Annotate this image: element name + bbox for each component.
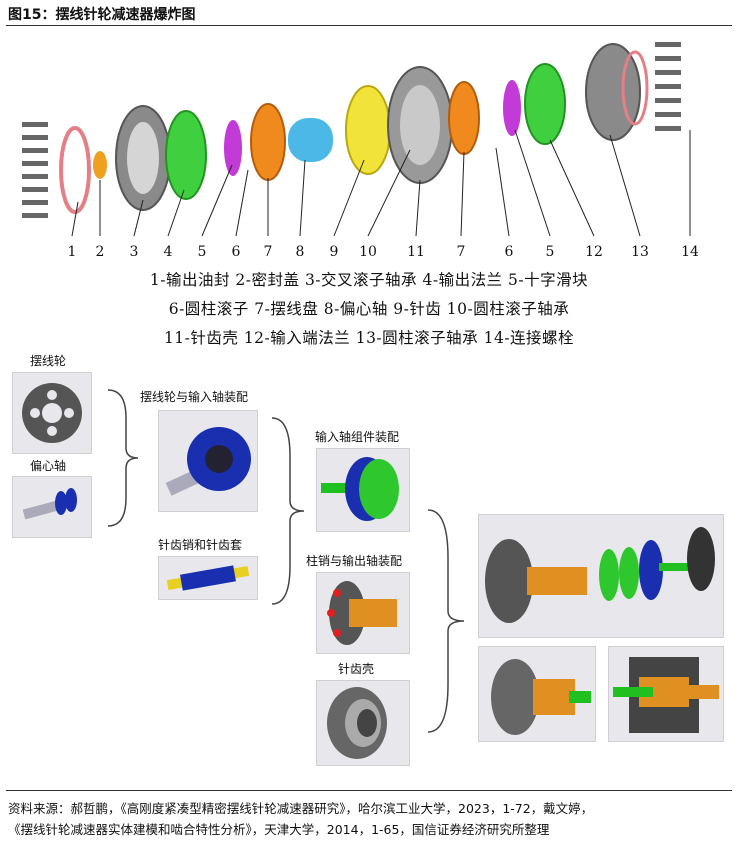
output-flange: [165, 110, 207, 200]
brace-1: [107, 389, 139, 527]
exploded-assembly-image: [478, 514, 724, 638]
part-number-label: 7: [457, 244, 466, 260]
top-rule: [6, 25, 732, 26]
label-cycloid-wheel: 摆线轮: [30, 354, 67, 368]
cross-slider-left: [224, 120, 242, 176]
bottom-rule: [6, 790, 732, 791]
part-number-label: 11: [407, 244, 425, 260]
seal-cover: [93, 151, 107, 179]
label-pin-housing: 针齿壳: [338, 662, 375, 676]
cycloid-disc-left: [250, 103, 286, 181]
part-number-label: 9: [330, 244, 339, 260]
source-line-1: 资料来源：郝哲鹏，《高刚度紧凑型精密摆线针轮减速器研究》，哈尔滨工业大学，202…: [8, 801, 594, 816]
label-pin-and-sleeve: 针齿销和针齿套: [158, 538, 243, 552]
part-number-label: 1: [68, 244, 77, 260]
leader-lines: [71, 129, 691, 237]
part-number-label: 6: [232, 244, 241, 260]
part-number-label: 5: [198, 244, 207, 260]
cross-slider-right: [503, 80, 521, 136]
input-shaft-assembly-image: [316, 448, 410, 532]
part-number-label: 3: [130, 244, 139, 260]
roller-bearing-right: [585, 43, 641, 141]
part-number-label: 12: [585, 244, 603, 260]
label-eccentric-shaft: 偏心轴: [30, 459, 67, 473]
cutaway-reducer-image: [608, 646, 724, 742]
input-flange: [524, 63, 566, 145]
part-number-label: 7: [264, 244, 273, 260]
pin-teeth: [345, 85, 391, 175]
exploded-view: 1 2 3 4 5 6 7 8 9 10 11 7 6 5 12 13 14: [22, 42, 699, 260]
pin-housing-image: [316, 680, 410, 766]
bolts-left: [22, 122, 48, 218]
cycloid-wheel-image: [12, 372, 92, 454]
part-number-label: 10: [359, 244, 377, 260]
legend-line-1: 1-输出油封 2-密封盖 3-交叉滚子轴承 4-输出法兰 5-十字滑块: [149, 271, 589, 289]
wheel-input-assembly-image: [158, 410, 258, 512]
housing-inner: [400, 85, 440, 165]
pin-and-sleeve-image: [158, 556, 258, 600]
part-number-labels: 1 2 3 4 5 6 7 8 9 10 11 7 6 5 12 13 14: [68, 244, 699, 260]
label-wheel-input-assembly: 摆线轮与输入轴装配: [140, 390, 249, 404]
cycloid-disc-right: [448, 81, 480, 155]
eccentric-shaft-image: [12, 476, 92, 538]
oil-seal: [59, 126, 91, 214]
bearing-inner: [127, 122, 159, 194]
part-number-label: 5: [546, 244, 555, 260]
part-number-label: 4: [164, 244, 173, 260]
bolts-right: [655, 42, 681, 131]
brace-2: [271, 417, 305, 605]
label-pin-output-assembly: 柱销与输出轴装配: [306, 554, 403, 568]
source-line-2: 《摆线针轮减速器实体建模和啮合特性分析》，天津大学，2014，1-65，国信证券…: [8, 822, 550, 837]
part-number-label: 2: [96, 244, 105, 260]
assembled-reducer-image: [478, 646, 596, 742]
label-input-shaft-assembly: 输入轴组件装配: [315, 430, 400, 444]
legend-line-2: 6-圆柱滚子 7-摆线盘 8-偏心轴 9-针齿 10-圆柱滚子轴承: [168, 300, 570, 318]
part-number-label: 13: [631, 244, 649, 260]
figure-title: 图15：摆线针轮减速器爆炸图: [8, 7, 196, 23]
part-number-label: 14: [681, 244, 699, 260]
pin-output-assembly-image: [316, 572, 410, 654]
legend-line-3: 11-针齿壳 12-输入端法兰 13-圆柱滚子轴承 14-连接螺栓: [163, 329, 575, 347]
source-note: 资料来源：郝哲鹏，《高刚度紧凑型精密摆线针轮减速器研究》，哈尔滨工业大学，202…: [8, 798, 593, 840]
part-number-label: 8: [296, 244, 305, 260]
part-number-label: 6: [505, 244, 514, 260]
seal-ring-right: [621, 50, 649, 126]
eccentric-shaft: [288, 118, 333, 162]
brace-3: [427, 509, 465, 733]
